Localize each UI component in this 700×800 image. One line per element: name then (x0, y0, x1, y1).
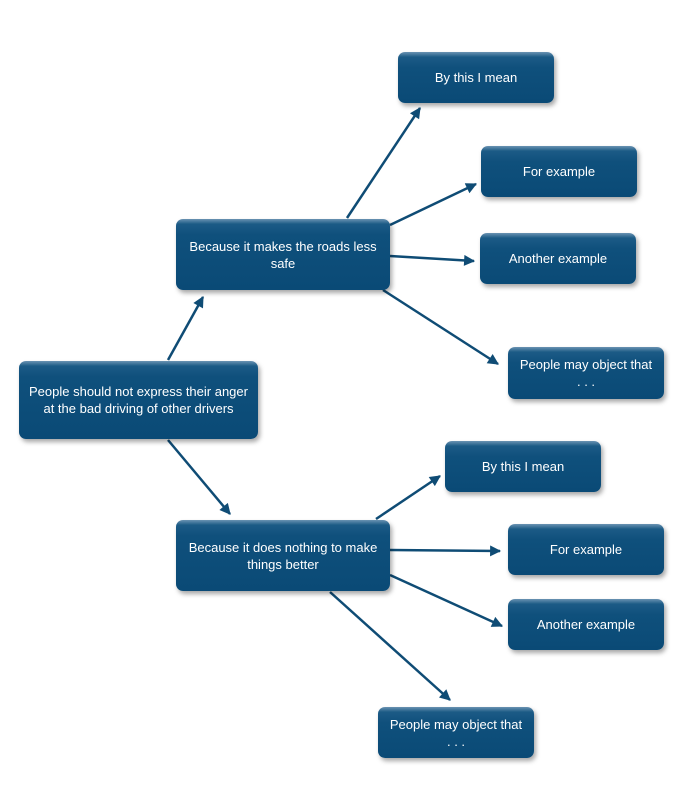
arrow-reason-2-to-example (389, 545, 502, 557)
reason-2-box: Because it does nothing to make things b… (176, 520, 390, 591)
reason-2-example-text: For example (549, 542, 623, 557)
reason-1-box: Because it makes the roads less safe (176, 219, 390, 290)
root-claim-text: People should not express their anger at… (29, 384, 248, 416)
reason-2-another-box: Another example (508, 599, 664, 650)
reason-2-object-text: People may object that . . . (389, 716, 523, 749)
reason-1-example-box: For example (481, 146, 637, 197)
arrow-reason-1-to-another (389, 254, 476, 266)
reason-1-another-box: Another example (480, 233, 636, 284)
arrow-reason-2-to-object (329, 591, 451, 701)
reason-1-text: Because it makes the roads less safe (189, 238, 377, 271)
reason-2-example-box: For example (508, 524, 664, 575)
reason-2-mean-box: By this I mean (445, 441, 601, 492)
arrow-reason-1-to-object (382, 288, 499, 366)
arrow-root-to-reason-2 (167, 439, 231, 515)
reason-2-another-text: Another example (536, 617, 636, 632)
reason-2-text: Because it does nothing to make things b… (188, 539, 378, 572)
reason-2-object-box: People may object that . . . (378, 707, 534, 758)
arrow-reason-2-to-another (389, 573, 504, 628)
reason-1-another-text: Another example (508, 251, 608, 266)
arrow-reason-1-to-example (389, 182, 477, 227)
reason-1-mean-box: By this I mean (398, 52, 554, 103)
arrow-reason-2-to-mean (375, 474, 441, 521)
reason-2-mean-text: By this I mean (481, 459, 565, 474)
reason-1-object-text: People may object that . . . (519, 357, 653, 389)
reason-1-object-box: People may object that . . . (508, 347, 664, 399)
reason-1-mean-text: By this I mean (434, 70, 518, 85)
root-claim-box: People should not express their anger at… (19, 361, 258, 439)
arrow-reason-1-to-mean (345, 107, 422, 219)
reason-1-example-text: For example (522, 164, 596, 179)
arrow-root-to-reason-1 (166, 296, 205, 361)
